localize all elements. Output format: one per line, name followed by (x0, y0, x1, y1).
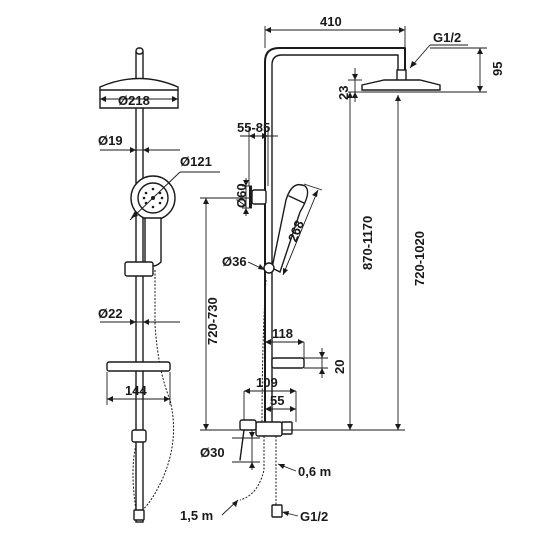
front-rain-shower-head (99, 77, 179, 109)
side-rain-shower-head (361, 79, 441, 91)
side-mixer-block (255, 421, 283, 437)
side-soap-dish (271, 357, 305, 369)
dim-len15 (221, 499, 239, 516)
dim-d22 (100, 319, 180, 325)
label-w55: 55 (270, 393, 284, 408)
side-riser-and-arm (264, 47, 406, 431)
label-h20: 20 (332, 360, 347, 374)
side-hand-shower (271, 183, 309, 273)
dim-len06 (277, 463, 297, 472)
label-h870-1170: 870-1170 (360, 216, 375, 270)
dim-w55 (265, 406, 296, 412)
side-riser-inner (271, 54, 399, 431)
dim-w55-85 (240, 128, 278, 186)
label-w144: 144 (125, 383, 147, 398)
label-h23: 23 (336, 86, 351, 100)
front-hand-shower-handle (144, 217, 162, 267)
dim-g12-bottom (281, 511, 299, 517)
label-h95: 95 (490, 62, 505, 76)
side-hose-long (239, 436, 265, 501)
label-w109: 109 (256, 375, 278, 390)
label-w55-85: 55-85 (237, 120, 270, 135)
front-soap-dish (106, 361, 171, 372)
side-view: 410 G1/2 95 23 (180, 14, 505, 524)
front-bottom-fitting (133, 509, 145, 521)
dim-g12-top (409, 44, 468, 69)
dim-w118 (265, 339, 305, 358)
label-g12-top: G1/2 (433, 30, 461, 45)
side-hand-shower-face-line (288, 195, 305, 204)
dim-h720-730 (200, 197, 256, 431)
label-d218: Ø218 (118, 93, 150, 108)
label-w118: 118 (272, 326, 293, 341)
label-d22: Ø22 (98, 306, 123, 321)
dim-w109 (243, 388, 297, 422)
dim-h20 (304, 348, 328, 378)
dim-d121 (129, 171, 220, 221)
side-wall-bracket (251, 189, 267, 205)
side-hand-hose (261, 279, 267, 431)
label-h720-1020: 720-1020 (412, 231, 427, 286)
label-d60: Ø60 (234, 183, 249, 208)
label-len06: 0,6 m (298, 464, 331, 479)
label-d30: Ø30 (200, 445, 225, 460)
label-d36: Ø36 (222, 254, 247, 269)
dim-h95 (430, 47, 487, 93)
label-w410: 410 (320, 14, 342, 29)
dim-h720-1020 (282, 95, 405, 431)
side-bottom-fitting (271, 504, 283, 518)
side-diverter-knob (239, 419, 257, 431)
label-d121: Ø121 (180, 154, 212, 169)
label-h720-730: 720-730 (205, 297, 220, 345)
dim-w144 (106, 372, 171, 405)
front-riser-pipe (135, 51, 144, 523)
dim-d60 (242, 178, 252, 216)
dim-h870-1170 (347, 92, 353, 430)
label-g12-bottom: G1/2 (300, 509, 328, 524)
front-hand-hose (139, 270, 175, 513)
label-len15: 1,5 m (180, 508, 213, 523)
side-inlet-elbow (281, 421, 293, 435)
side-bracket-plate (249, 186, 252, 208)
label-d19: Ø19 (98, 133, 123, 148)
front-bottom-hose (132, 444, 137, 511)
front-riser-top-cap (135, 47, 144, 55)
side-slide-holder (263, 262, 275, 274)
dim-w410 (264, 26, 406, 48)
front-slide-holder (124, 261, 154, 277)
side-diverter-lever (239, 429, 245, 461)
front-view: Ø218 Ø19 Ø121 Ø22 144 (98, 47, 220, 523)
dim-d36 (247, 261, 266, 271)
dim-d19 (100, 147, 180, 153)
dim-d218 (100, 96, 178, 102)
dim-d30 (232, 430, 260, 470)
front-diverter-nut (131, 429, 147, 443)
front-hand-shower-inner-ring (137, 182, 169, 214)
dim-l268 (282, 183, 323, 276)
